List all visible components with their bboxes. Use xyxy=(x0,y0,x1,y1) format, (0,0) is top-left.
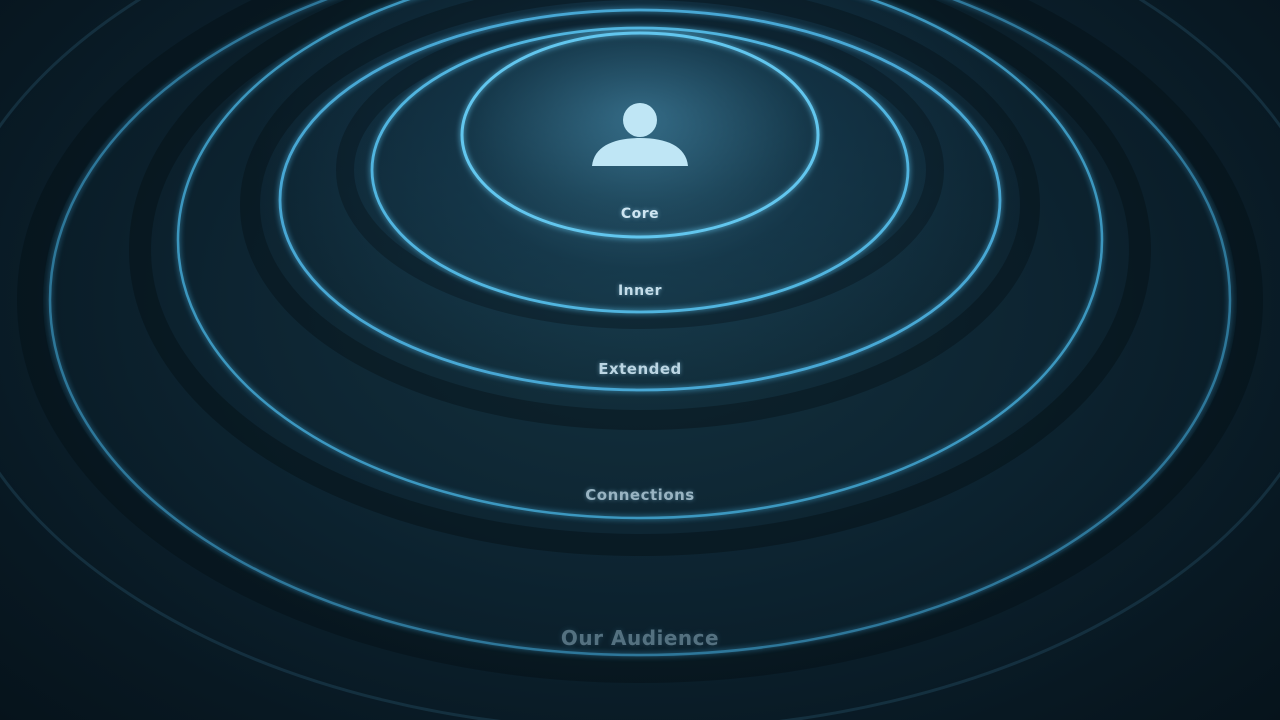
ring-4 xyxy=(176,0,1104,520)
ring-label-audience: Our Audience xyxy=(560,626,720,650)
ring-shadow-4 xyxy=(129,0,1151,556)
ring-label-extended: Extended xyxy=(598,360,682,378)
ring-label-connections: Connections xyxy=(585,486,695,504)
ring-shadow-3 xyxy=(240,0,1040,430)
ring-label-inner: Inner xyxy=(617,283,663,299)
ring-5 xyxy=(48,0,1232,657)
ring-1 xyxy=(460,31,820,239)
ring-2 xyxy=(370,26,910,314)
ring-shadow-5 xyxy=(17,0,1263,683)
user-avatar-icon xyxy=(592,103,688,166)
ring-shadow-2 xyxy=(336,11,944,329)
ring-3 xyxy=(278,8,1002,392)
ring-label-core: Core xyxy=(620,206,660,222)
